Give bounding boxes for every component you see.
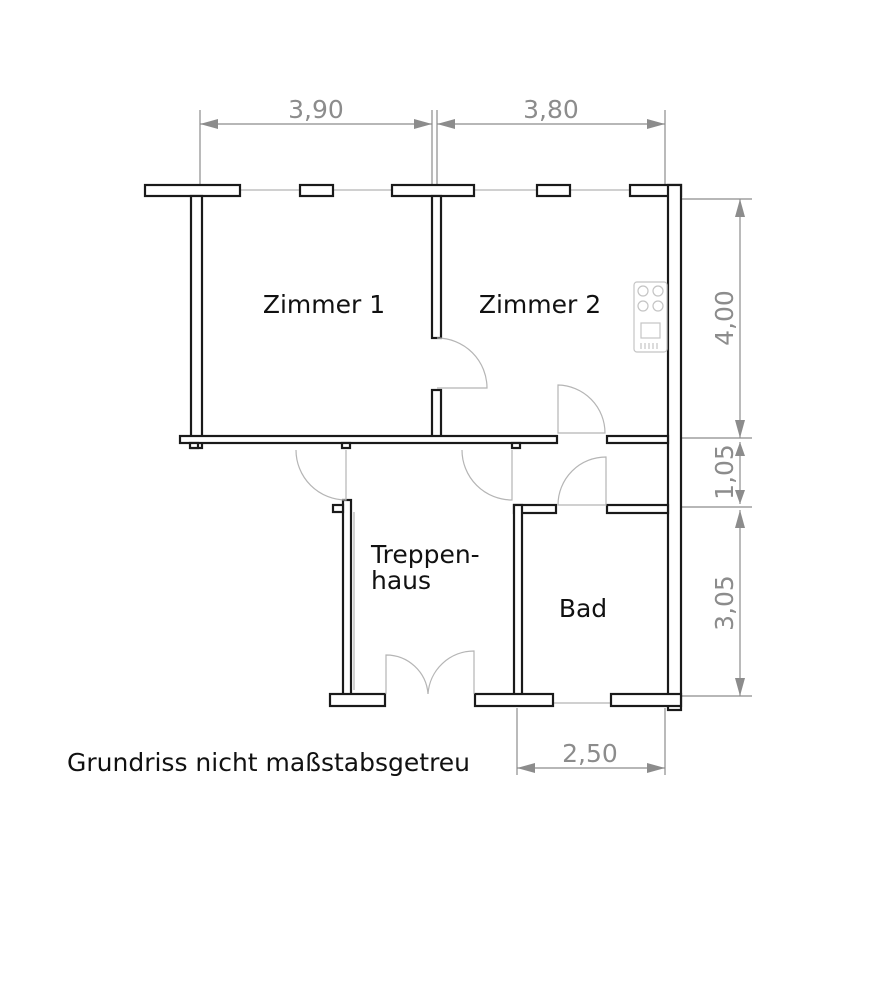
dim-label-right-top: 4,00 <box>710 290 739 346</box>
dimension-lines <box>199 110 752 775</box>
dim-label-right-bottom: 3,05 <box>710 575 739 631</box>
dim-label-bottom: 2,50 <box>562 739 618 768</box>
dim-label-top-right: 3,80 <box>523 95 579 124</box>
room-label-zimmer-1: Zimmer 1 <box>263 290 385 319</box>
walls <box>143 183 683 712</box>
scale-note: Grundriss nicht maßstabsgetreu <box>67 748 470 777</box>
dim-label-top-left: 3,90 <box>288 95 344 124</box>
room-label-treppenhaus-line2: haus <box>371 566 431 595</box>
door-swings <box>295 337 607 695</box>
room-label-bad: Bad <box>559 594 607 623</box>
dim-label-right-middle: 1,05 <box>710 444 739 500</box>
room-label-zimmer-2: Zimmer 2 <box>479 290 601 319</box>
stove-icon <box>633 281 668 353</box>
room-label-treppenhaus-line1: Treppen- <box>370 540 480 569</box>
